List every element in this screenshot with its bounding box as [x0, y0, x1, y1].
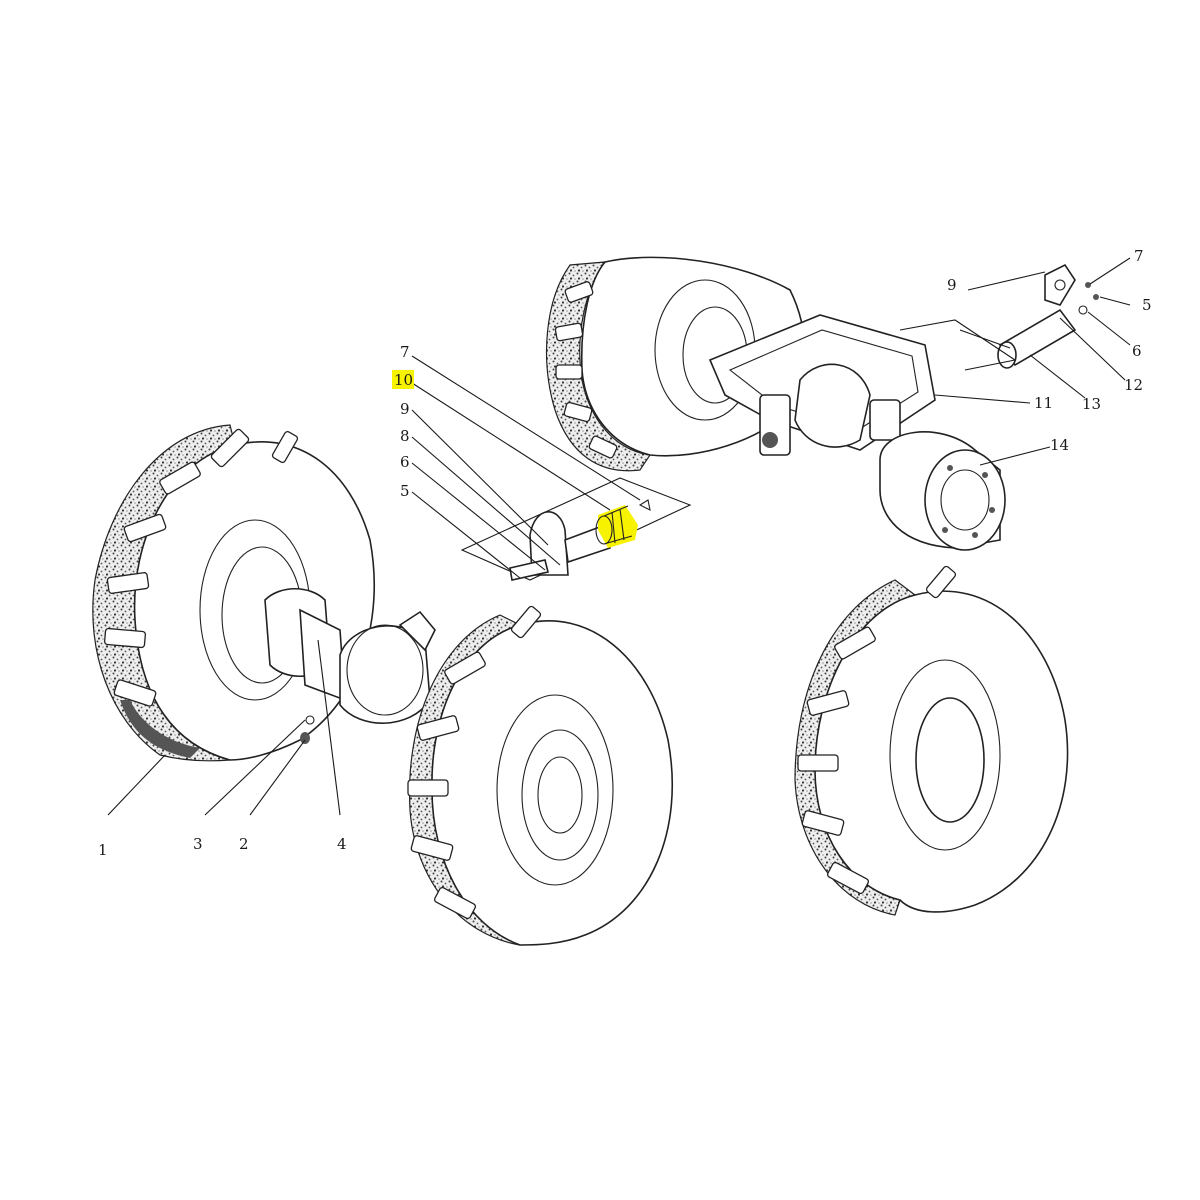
callout-rear-9: 9 — [947, 276, 957, 294]
callout-labels: 1 3 2 4 7 10 9 8 6 5 7 5 6 12 13 9 11 14 — [98, 247, 1152, 859]
leader-lines — [107, 257, 1131, 816]
callout-middle-9: 9 — [400, 400, 410, 418]
front-axle-beam — [264, 588, 436, 744]
callout-rear-13: 13 — [1082, 395, 1101, 413]
callout-middle-8: 8 — [400, 427, 410, 445]
front-right-wheel — [407, 605, 674, 946]
callout-front-2: 2 — [239, 835, 249, 853]
highlight-marker — [392, 370, 414, 389]
callout-middle-5: 5 — [400, 482, 410, 500]
callout-rear-5: 5 — [1142, 296, 1152, 314]
highlighted-bushing — [595, 505, 638, 548]
callout-rear-11: 11 — [1034, 394, 1053, 412]
rear-axle-assembly — [545, 256, 1099, 551]
callout-rear-6: 6 — [1132, 342, 1142, 360]
callout-middle-6: 6 — [400, 453, 410, 471]
callout-front-1: 1 — [98, 841, 108, 859]
rear-right-wheel — [794, 565, 1069, 916]
callout-front-4: 4 — [337, 835, 347, 853]
callout-rear-14: 14 — [1050, 436, 1069, 454]
pivot-pin-parts — [997, 263, 1099, 369]
front-left-wheel — [92, 424, 376, 762]
rear-axle-housing — [708, 314, 936, 456]
callout-rear-7: 7 — [1134, 247, 1144, 265]
callout-middle-7: 7 — [400, 343, 410, 361]
front-axle-assembly — [92, 424, 674, 946]
callout-rear-12: 12 — [1124, 376, 1143, 394]
rear-hub — [879, 431, 1006, 551]
callout-front-3: 3 — [193, 835, 203, 853]
pivot-detail — [460, 477, 692, 581]
callout-middle-10: 10 — [394, 371, 413, 389]
